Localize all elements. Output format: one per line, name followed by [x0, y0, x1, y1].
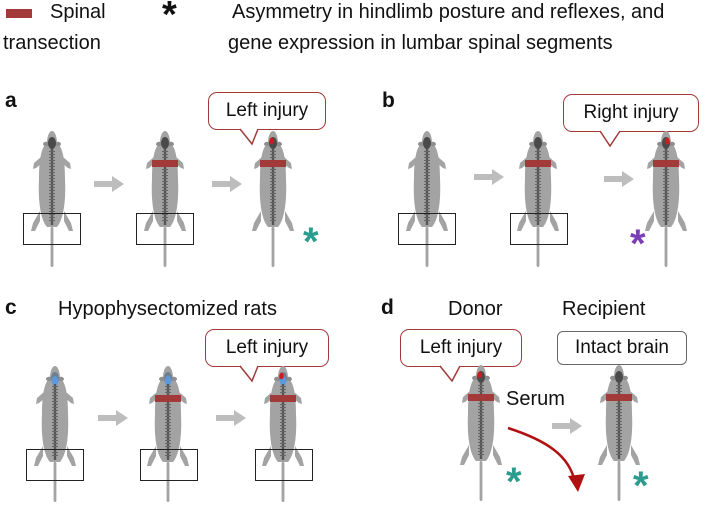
panel-b-callout: Right injury: [563, 94, 699, 132]
rat-silhouette-icon: [406, 131, 448, 267]
panel-c-callout-text: Left injury: [225, 337, 309, 358]
panel-label-a: a: [5, 89, 17, 112]
asymmetry-star-b: *: [630, 222, 646, 266]
panel-d-donor-label: Donor: [448, 298, 503, 320]
hindlimb-box-c1: [26, 449, 84, 481]
rat-silhouette-icon: [262, 366, 304, 502]
hindlimb-box-a1: [23, 213, 81, 245]
panel-c-callout-tail: [239, 365, 259, 383]
rat-a1: [27, 127, 77, 272]
rat-silhouette-icon: [34, 366, 76, 502]
rat-c3: [258, 362, 308, 507]
hindlimb-box-c3: [255, 449, 313, 481]
legend-asterisk-icon: *: [162, 0, 177, 36]
asymmetry-star-d-recipient: *: [633, 464, 649, 508]
hindlimb-box-b1: [398, 213, 456, 245]
rat-b3: [641, 127, 691, 272]
hindlimb-box-c2: [140, 449, 198, 481]
legend-transection-label-1: Spinal: [50, 1, 106, 23]
panel-b-callout-tail: [599, 130, 621, 148]
panel-c-heading: Hypophysectomized rats: [58, 298, 277, 320]
rat-d-recipient: [594, 361, 644, 506]
legend-asymmetry-label-2: gene expression in lumbar spinal segment…: [228, 32, 613, 54]
rat-c2: [143, 362, 193, 507]
rat-b2: [513, 127, 563, 272]
panel-d-serum-label: Serum: [506, 388, 565, 410]
hindlimb-box-b2: [510, 213, 568, 245]
flow-arrow-a2: [212, 176, 242, 197]
asymmetry-star-a: *: [303, 220, 319, 264]
rat-silhouette-icon: [144, 131, 186, 267]
rat-silhouette-icon: [147, 366, 189, 502]
legend-transection-swatch: [6, 9, 32, 18]
flow-arrow-d: [552, 418, 582, 439]
rat-silhouette-icon: [645, 131, 687, 267]
flow-arrow-a1: [94, 176, 124, 197]
serum-arrow-head: [568, 474, 585, 492]
panel-label-d: d: [381, 296, 394, 319]
hindlimb-box-a2: [136, 213, 194, 245]
panel-label-c: c: [5, 296, 17, 319]
panel-a-callout-text: Left injury: [225, 100, 309, 121]
panel-label-b: b: [382, 89, 395, 112]
rat-silhouette-icon: [460, 365, 502, 501]
flow-arrow-c1: [98, 410, 128, 431]
legend-transection-label-2: transection: [3, 32, 101, 54]
rat-silhouette-icon: [31, 131, 73, 267]
rat-a3: [248, 127, 298, 272]
panel-c-callout: Left injury: [205, 329, 329, 367]
rat-c1: [30, 362, 80, 507]
rat-a2: [140, 127, 190, 272]
rat-silhouette-icon: [517, 131, 559, 267]
panel-d-recipient-label: Recipient: [562, 298, 646, 320]
panel-d-donor-callout-text: Left injury: [419, 337, 503, 358]
rat-b1: [402, 127, 452, 272]
panel-d-recipient-callout-text: Intact brain: [575, 337, 669, 358]
legend-asymmetry-label-1: Asymmetry in hindlimb posture and reflex…: [232, 1, 665, 23]
rat-silhouette-icon: [252, 131, 294, 267]
panel-a-callout: Left injury: [208, 92, 326, 130]
panel-d-recipient-callout: Intact brain: [557, 331, 687, 365]
rat-d-donor: [456, 361, 506, 506]
panel-b-callout-text: Right injury: [583, 102, 679, 123]
flow-arrow-b1: [474, 169, 504, 190]
rat-silhouette-icon: [598, 365, 640, 501]
asymmetry-star-d-donor: *: [506, 460, 522, 504]
panel-d-donor-callout: Left injury: [400, 329, 522, 367]
flow-arrow-c2: [216, 410, 246, 431]
flow-arrow-b2: [604, 171, 634, 192]
